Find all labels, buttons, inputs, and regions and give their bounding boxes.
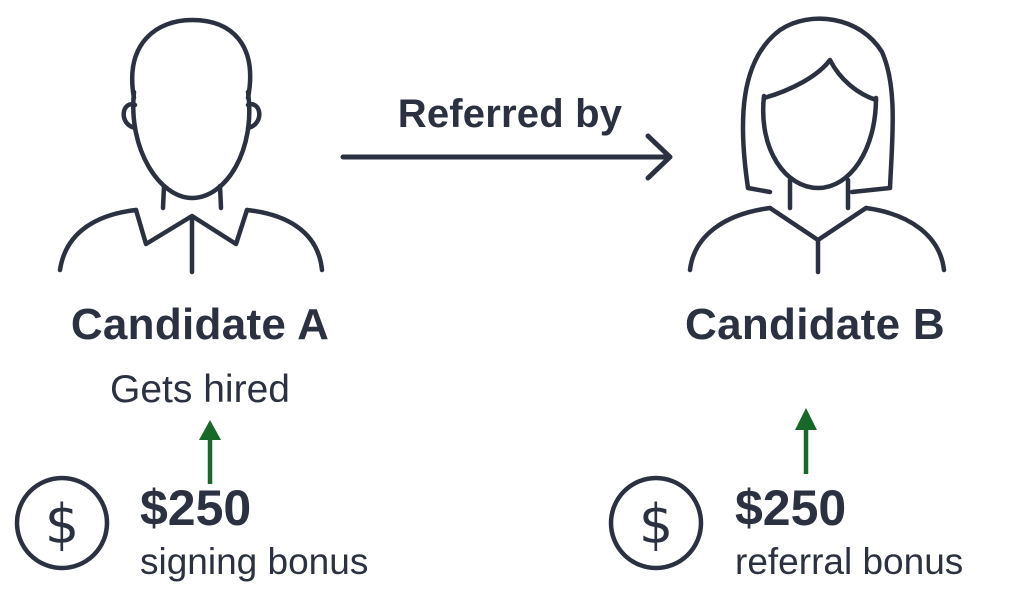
candidate-b-name: Candidate B xyxy=(685,300,945,349)
candidate-a-name: Candidate A xyxy=(70,300,330,349)
referral-bonus-amount: $250 xyxy=(735,480,847,536)
dollar-coin-icon: $ xyxy=(14,475,110,571)
up-arrow-icon xyxy=(199,420,221,484)
dollar-symbol: $ xyxy=(45,493,79,556)
woman-icon xyxy=(687,16,947,275)
signing-bonus-label: signing bonus xyxy=(140,541,369,582)
signing-bonus-amount: $250 xyxy=(140,480,252,536)
up-arrow-icon xyxy=(795,408,817,474)
candidate-a-status: Gets hired xyxy=(110,368,290,411)
referral-bonus-label: referral bonus xyxy=(735,541,964,582)
dollar-symbol: $ xyxy=(639,493,673,556)
dollar-coin-icon: $ xyxy=(608,475,704,571)
referral-arrow xyxy=(340,133,673,181)
referred-by-label: Referred by xyxy=(397,92,623,136)
man-icon xyxy=(57,17,325,275)
